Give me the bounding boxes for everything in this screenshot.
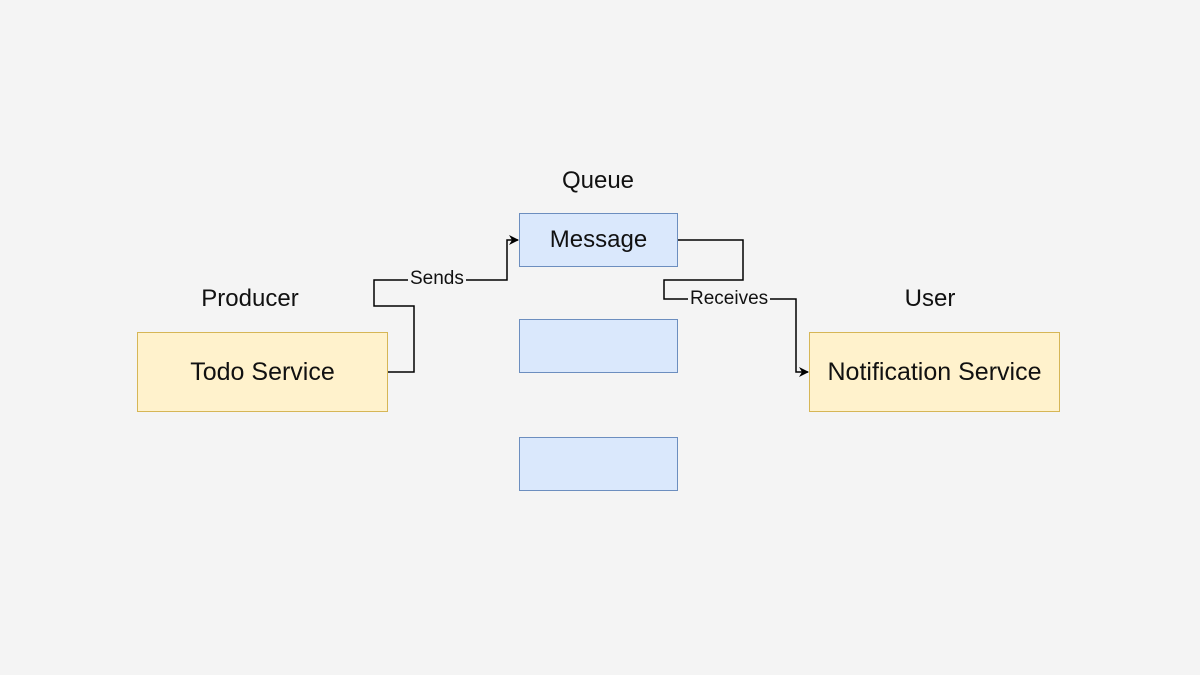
receives-label: Receives: [688, 288, 771, 310]
receives-connector: [663, 239, 809, 377]
notification-service-node[interactable]: Notification Service: [809, 332, 1060, 412]
queue-slot-3[interactable]: [519, 437, 678, 491]
queue-label: Queue: [561, 167, 635, 194]
message-node[interactable]: Message: [519, 213, 678, 267]
producer-label: Producer: [201, 285, 299, 312]
sends-connector: [373, 235, 519, 373]
todo-service-node[interactable]: Todo Service: [137, 332, 388, 412]
user-label: User: [904, 285, 956, 312]
queue-slot-2[interactable]: [519, 319, 678, 373]
sends-label: Sends: [408, 268, 466, 290]
